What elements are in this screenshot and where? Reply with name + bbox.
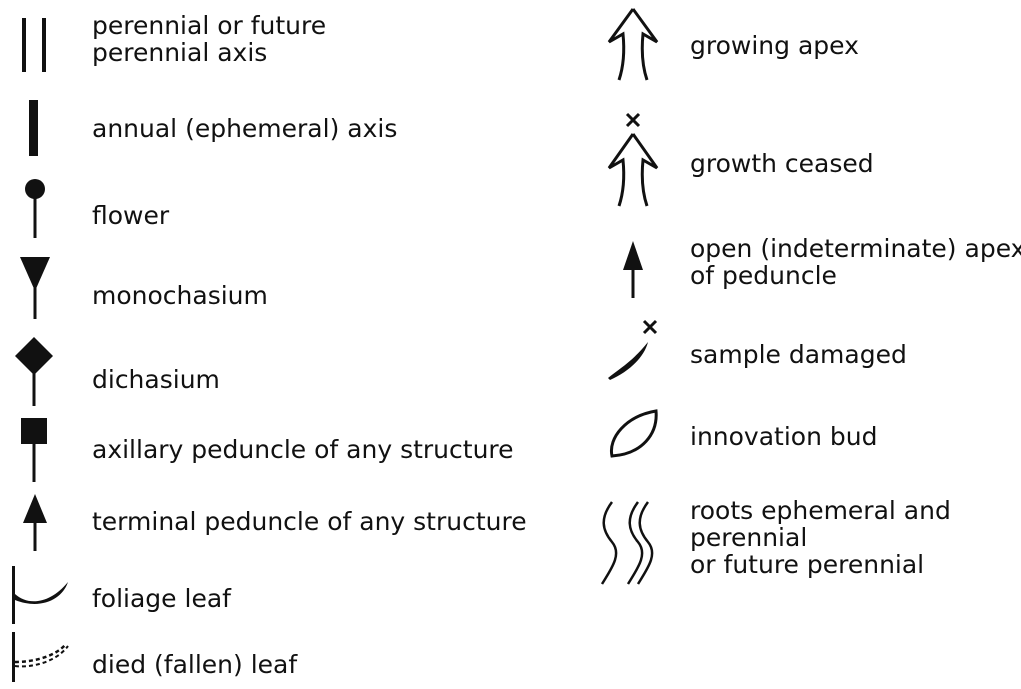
legend-label-axillary-peduncle: axillary peduncle of any structure	[92, 436, 514, 463]
legend-label-line: axillary peduncle of any structure	[92, 435, 514, 464]
legend-label-line: annual (ephemeral) axis	[92, 114, 398, 143]
legend-label-roots: roots ephemeral and perennial or future …	[690, 497, 951, 578]
legend-label-line: roots ephemeral and	[690, 496, 951, 525]
legend-label-line: perennial axis	[92, 38, 268, 67]
legend-label-line: terminal peduncle of any structure	[92, 507, 527, 536]
legend-label-growing-apex: growing apex	[690, 32, 859, 59]
legend-label-line: perennial or future	[92, 11, 327, 40]
legend-label-line: innovation bud	[690, 422, 878, 451]
legend-label-sample-damaged: sample damaged	[690, 341, 907, 368]
legend-label-growth-ceased: growth ceased	[690, 150, 874, 177]
thin-up-arrow-icon	[620, 240, 646, 300]
up-arrow-on-stem-icon	[20, 493, 50, 553]
double-vertical-bars-icon	[20, 18, 50, 74]
square-on-stem-icon	[18, 416, 50, 484]
thick-vertical-bar-icon	[28, 100, 40, 158]
legend-label-line: flower	[92, 201, 170, 230]
legend-label-line: perennial	[690, 523, 808, 552]
circle-on-stem-icon	[20, 178, 50, 240]
wavy-roots-icon	[598, 500, 664, 586]
crossed-open-arrow-apex-icon	[605, 112, 661, 208]
legend-label-line: or future perennial	[690, 550, 925, 579]
legend-label-perennial-axis: perennial or future perennial axis	[92, 12, 326, 66]
legend-label-monochasium: monochasium	[92, 282, 268, 309]
down-triangle-on-stem-icon	[18, 255, 52, 321]
legend-label-line: open (indeterminate) apex	[690, 234, 1021, 263]
solid-leaf-on-axis-icon	[10, 566, 72, 626]
legend-label-died-leaf: died (fallen) leaf	[92, 651, 297, 678]
legend-label-innovation-bud: innovation bud	[690, 423, 877, 450]
legend-label-line: sample damaged	[690, 340, 907, 369]
legend-label-line: of peduncle	[690, 261, 837, 290]
legend-label-line: growing apex	[690, 31, 859, 60]
legend-label-dichasium: dichasium	[92, 366, 220, 393]
legend-label-line: monochasium	[92, 281, 268, 310]
legend-label-open-apex: open (indeterminate) apex of peduncle	[690, 235, 1021, 289]
crossed-curved-stroke-icon	[604, 318, 662, 382]
legend-label-line: foliage leaf	[92, 584, 231, 613]
legend-label-line: dichasium	[92, 365, 220, 394]
legend-label-terminal-peduncle: terminal peduncle of any structure	[92, 508, 527, 535]
legend-label-line: died (fallen) leaf	[92, 650, 298, 679]
legend-label-annual-axis: annual (ephemeral) axis	[92, 115, 397, 142]
diamond-on-stem-icon	[14, 336, 54, 408]
legend-label-flower: flower	[92, 202, 169, 229]
open-arrow-apex-icon	[605, 6, 661, 82]
dashed-leaf-on-axis-icon	[10, 632, 72, 684]
legend-label-foliage-leaf: foliage leaf	[92, 585, 231, 612]
legend-label-line: growth ceased	[690, 149, 874, 178]
bud-outline-icon	[606, 408, 660, 460]
